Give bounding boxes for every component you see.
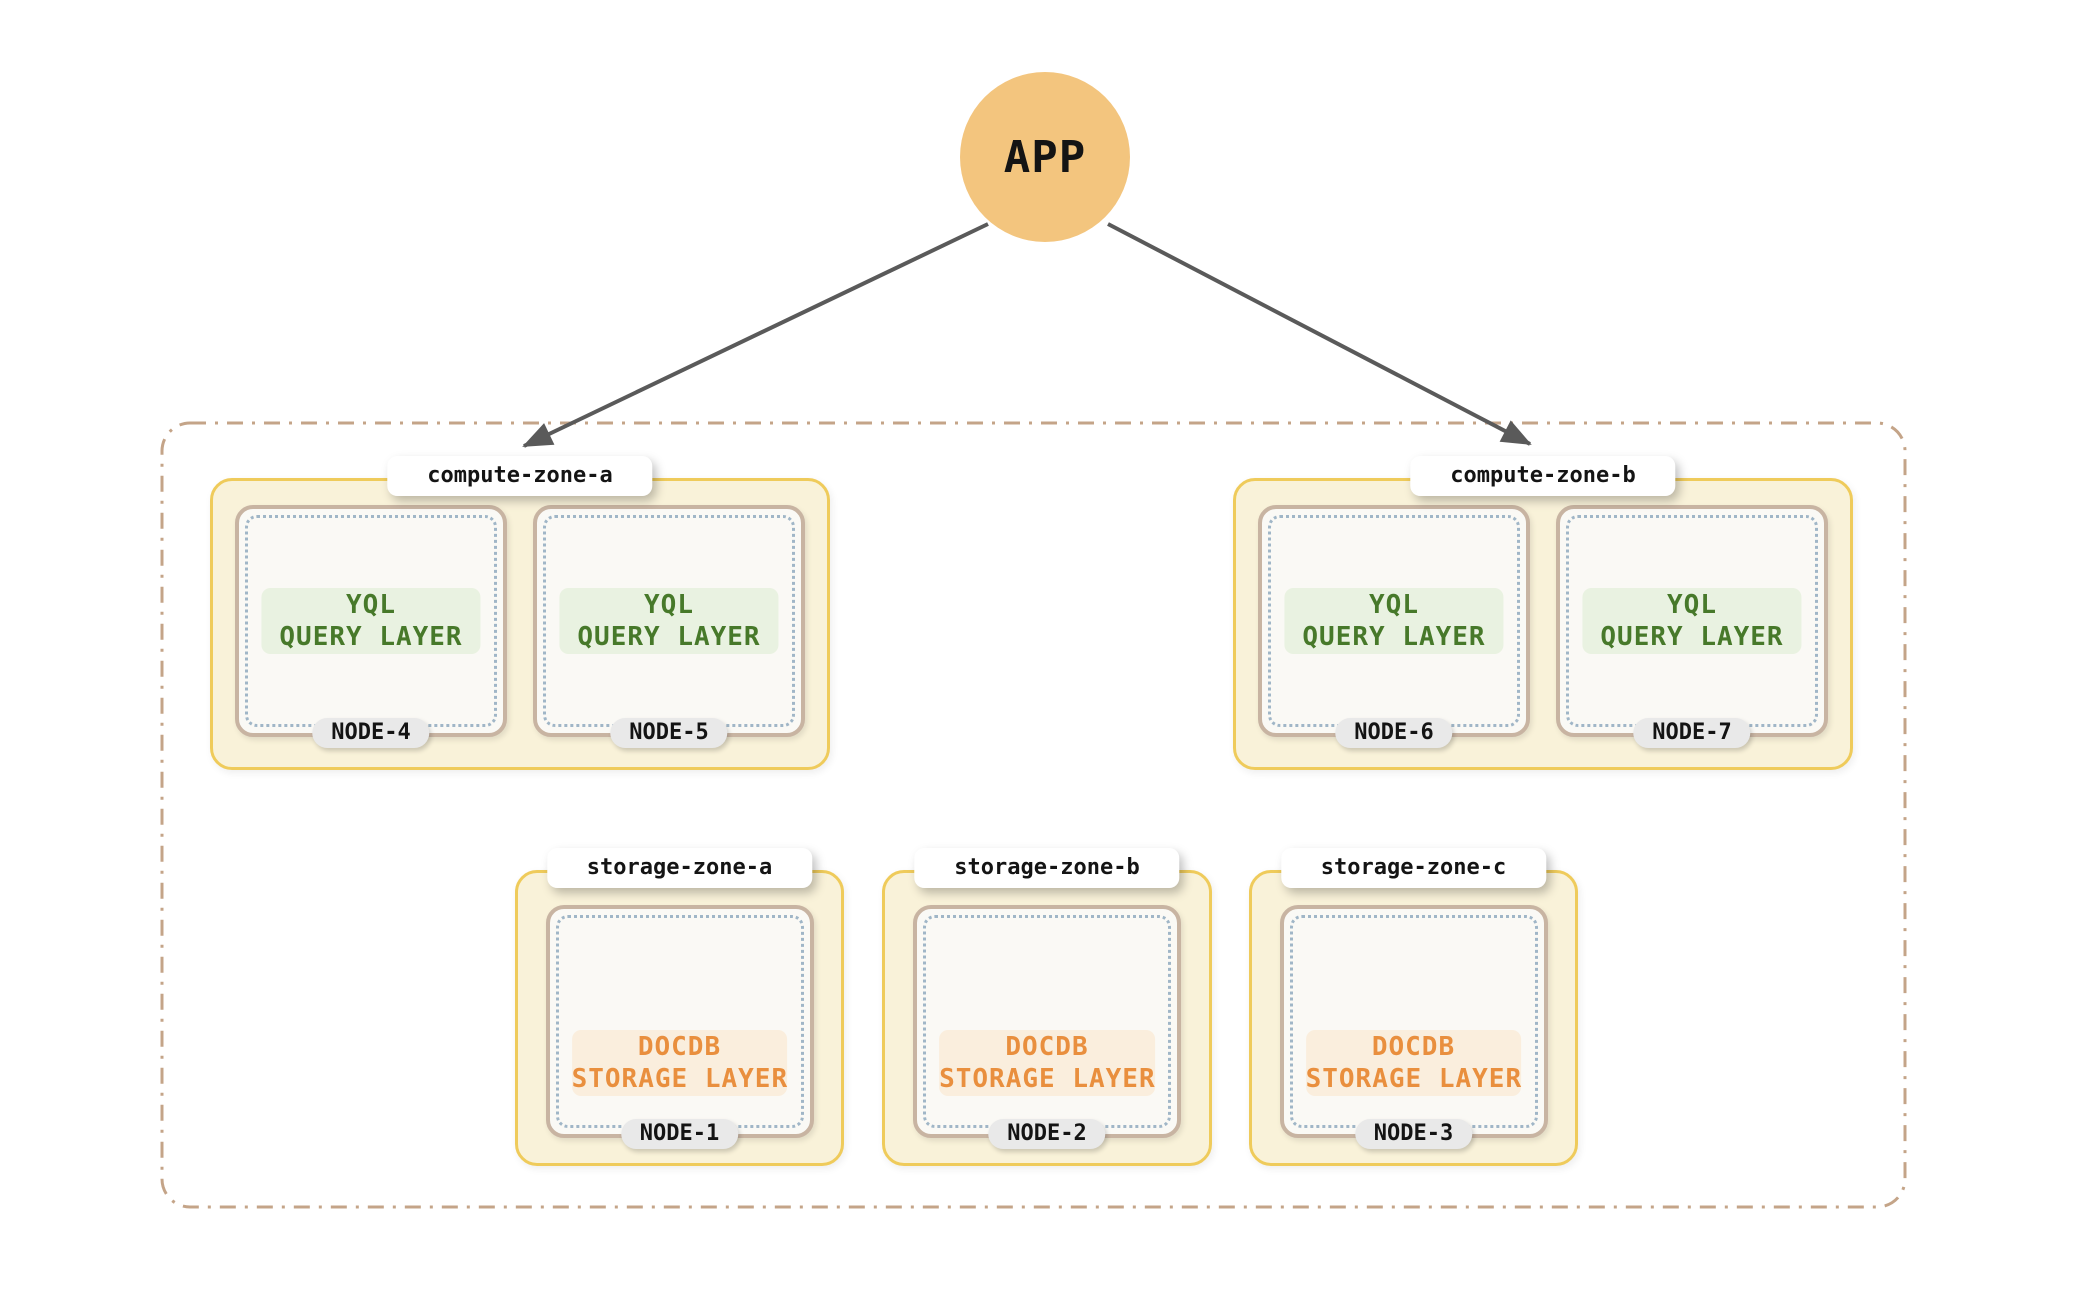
node-name-badge: NODE-4	[312, 718, 430, 748]
node-box-node-7: YQL QUERY LAYER NODE-7	[1556, 505, 1828, 748]
layer-line-1: YQL	[1369, 590, 1419, 620]
layer-line-2: QUERY LAYER	[279, 622, 463, 652]
docdb-storage-layer-label: DOCDB STORAGE LAYER	[939, 1030, 1155, 1096]
node-box-node-1: DOCDB STORAGE LAYER NODE-1	[545, 905, 814, 1149]
app-node: APP	[960, 72, 1130, 242]
zone-storage-b: storage-zone-b DOCDB STORAGE LAYER NODE-…	[882, 848, 1212, 1166]
zone-label-storage-c: storage-zone-c	[1280, 848, 1547, 888]
node-name-badge: NODE-1	[620, 1119, 739, 1149]
node-box-node-5: YQL QUERY LAYER NODE-5	[533, 505, 805, 748]
cluster-boundary-dashed-border	[160, 421, 1907, 1209]
zone-label-storage-b: storage-zone-b	[914, 848, 1180, 888]
node-name-badge: NODE-6	[1335, 718, 1453, 748]
node-dotted-inner-border	[1289, 915, 1538, 1128]
yql-query-layer-label: YQL QUERY LAYER	[559, 588, 779, 654]
node-box-node-6: YQL QUERY LAYER NODE-6	[1258, 505, 1530, 748]
node-name-badge: NODE-5	[610, 718, 728, 748]
layer-line-1: YQL	[346, 590, 396, 620]
arrow-app-to-compute-zone-a	[522, 222, 989, 448]
docdb-storage-layer-label: DOCDB STORAGE LAYER	[1305, 1030, 1523, 1096]
layer-line-1: YQL	[644, 590, 694, 620]
node-dotted-inner-border	[555, 915, 804, 1128]
node-name-badge: NODE-3	[1354, 1119, 1473, 1149]
node-box-node-3: DOCDB STORAGE LAYER NODE-3	[1279, 905, 1548, 1149]
zone-compute-b: compute-zone-b YQL QUERY LAYER NODE-6 YQ…	[1233, 456, 1853, 770]
zone-storage-c: storage-zone-c DOCDB STORAGE LAYER NODE-…	[1249, 848, 1578, 1166]
node-box-node-2: DOCDB STORAGE LAYER NODE-2	[913, 905, 1181, 1149]
yql-query-layer-label: YQL QUERY LAYER	[1582, 588, 1802, 654]
docdb-storage-layer-label: DOCDB STORAGE LAYER	[571, 1030, 789, 1096]
layer-line-2: QUERY LAYER	[1302, 622, 1486, 652]
yql-query-layer-label: YQL QUERY LAYER	[261, 588, 481, 654]
layer-line-2: STORAGE LAYER	[571, 1064, 789, 1094]
node-dotted-inner-border	[923, 915, 1171, 1128]
layer-line-1: DOCDB	[1371, 1032, 1456, 1062]
yql-query-layer-label: YQL QUERY LAYER	[1284, 588, 1504, 654]
node-box-node-4: YQL QUERY LAYER NODE-4	[235, 505, 507, 748]
arrow-app-to-compute-zone-b	[1107, 222, 1532, 446]
zone-label-compute-a: compute-zone-a	[387, 456, 653, 496]
node-name-badge: NODE-2	[988, 1119, 1106, 1149]
zone-storage-a: storage-zone-a DOCDB STORAGE LAYER NODE-…	[515, 848, 844, 1166]
layer-line-1: YQL	[1667, 590, 1717, 620]
layer-line-1: DOCDB	[1005, 1032, 1089, 1062]
layer-line-2: QUERY LAYER	[577, 622, 761, 652]
app-label: APP	[1003, 131, 1087, 183]
zone-label-compute-b: compute-zone-b	[1410, 456, 1676, 496]
zone-label-storage-a: storage-zone-a	[546, 848, 813, 888]
layer-line-2: STORAGE LAYER	[1305, 1064, 1523, 1094]
zone-compute-a: compute-zone-a YQL QUERY LAYER NODE-4 YQ…	[210, 456, 830, 770]
layer-line-1: DOCDB	[637, 1032, 722, 1062]
node-name-badge: NODE-7	[1633, 718, 1751, 748]
layer-line-2: QUERY LAYER	[1600, 622, 1784, 652]
layer-line-2: STORAGE LAYER	[939, 1064, 1156, 1094]
